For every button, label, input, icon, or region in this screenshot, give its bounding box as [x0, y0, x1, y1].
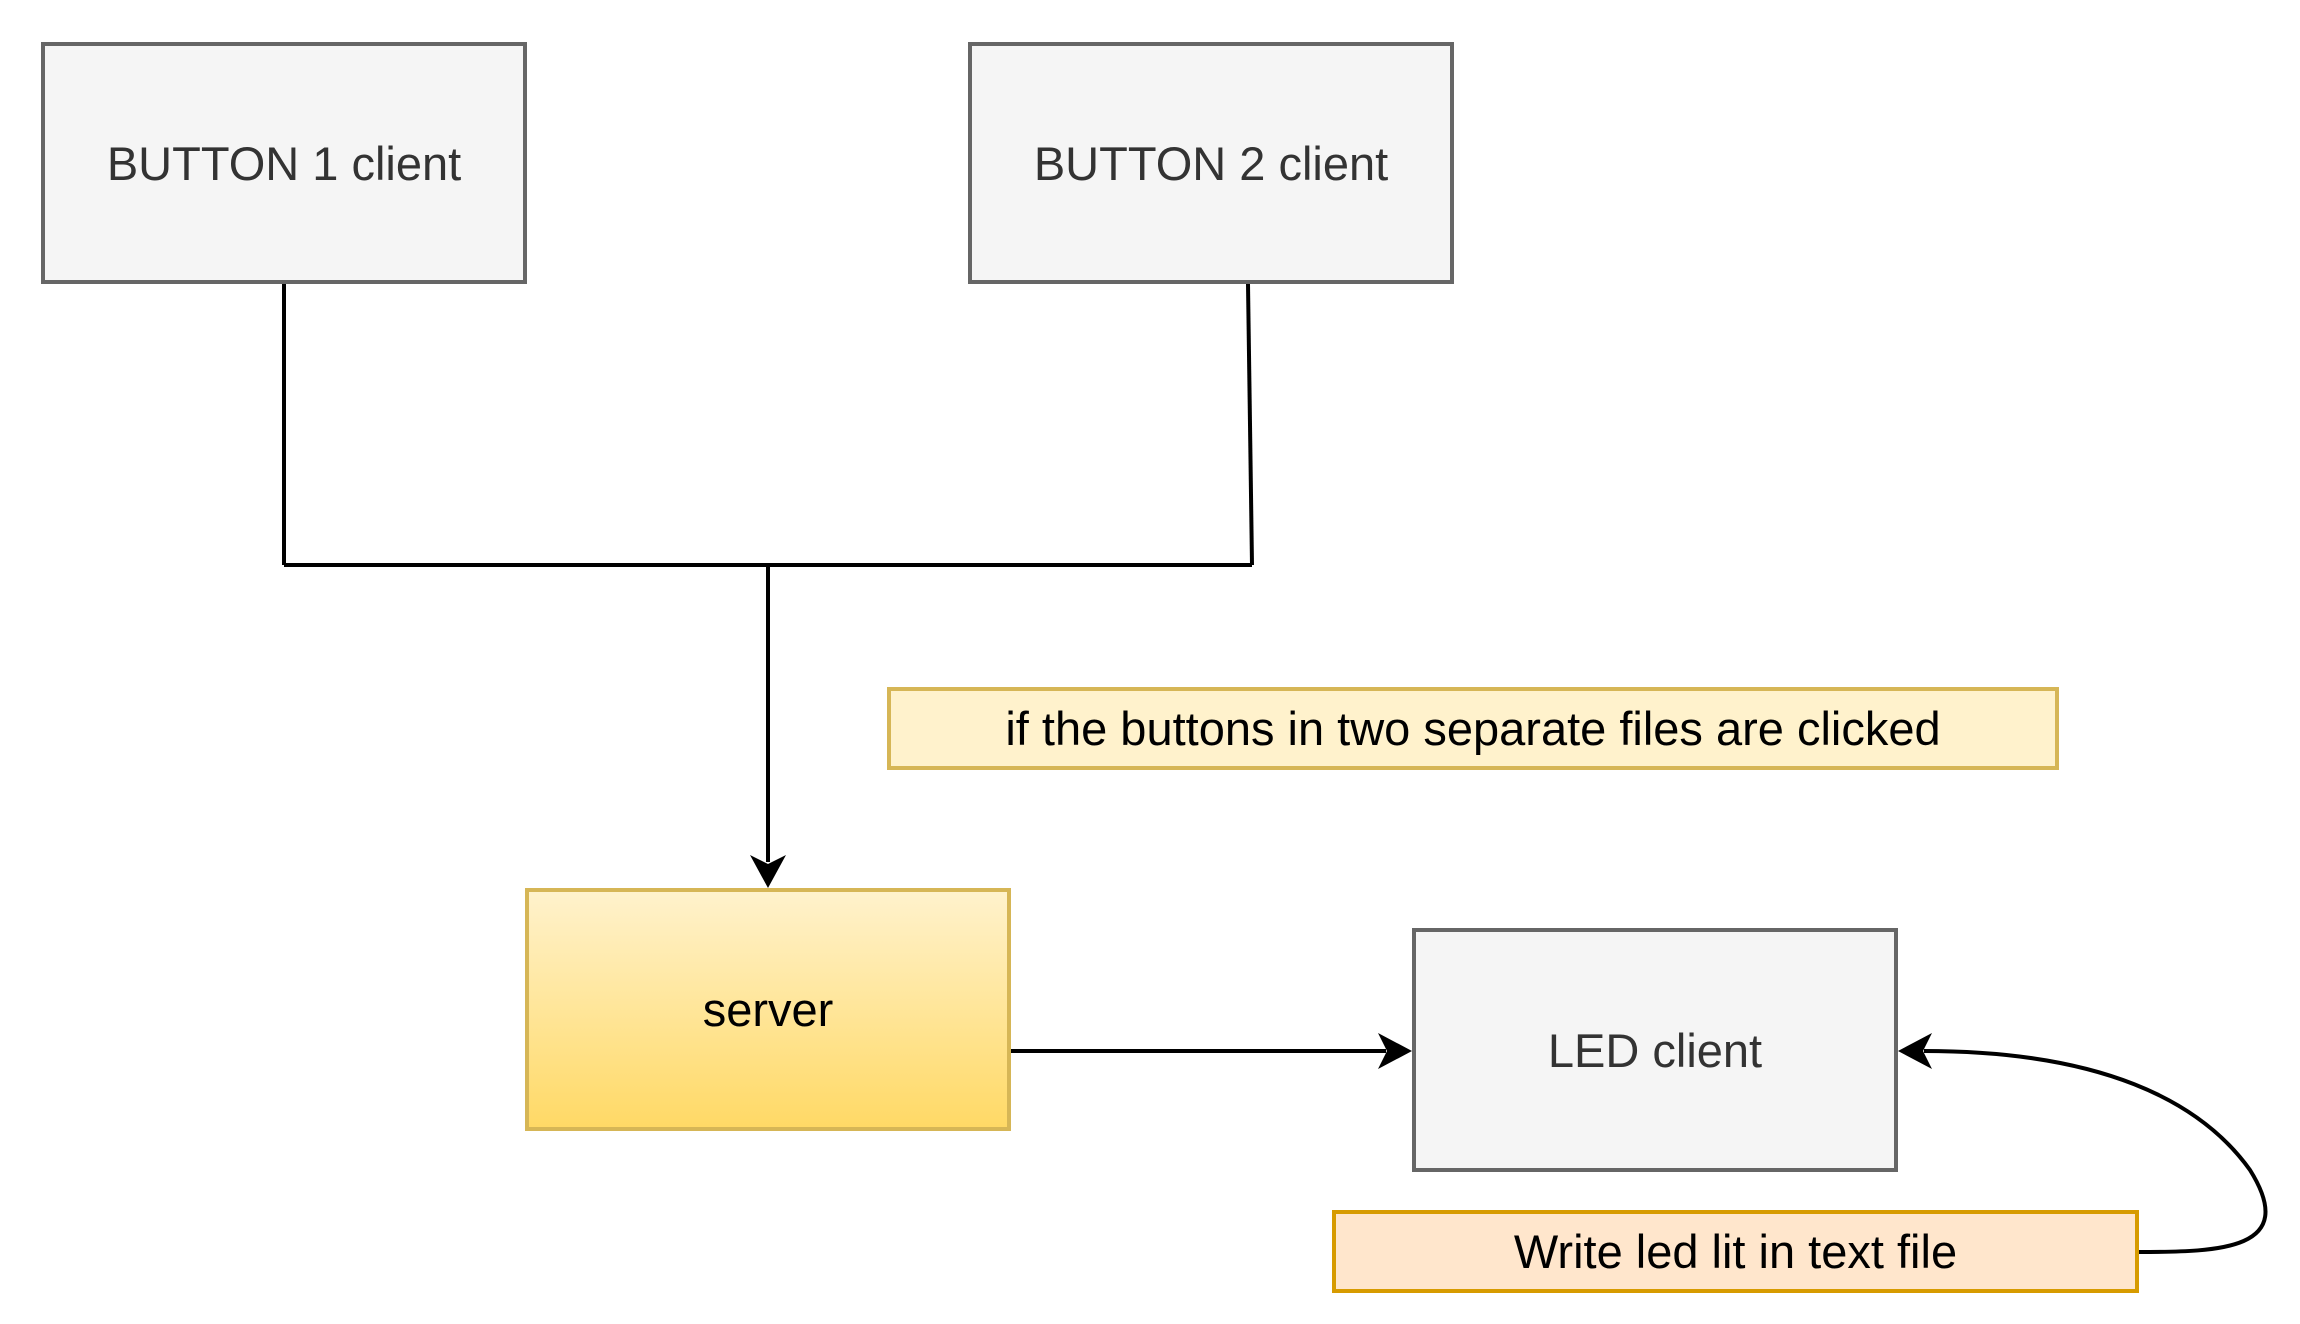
- button2-client-node: BUTTON 2 client: [968, 42, 1454, 284]
- edge-button2-down: [1246, 283, 1254, 566]
- arrowhead-led-return: [1898, 1033, 1932, 1069]
- write-note-label: Write led lit in text file: [1513, 1225, 1958, 1278]
- arrowhead-server: [750, 855, 786, 888]
- server-node: server: [525, 888, 1011, 1131]
- button1-client-label: BUTTON 1 client: [106, 136, 462, 190]
- button1-client-node: BUTTON 1 client: [41, 42, 527, 284]
- write-note: Write led lit in text file: [1332, 1210, 2139, 1293]
- condition-note-label: if the buttons in two separate files are…: [1005, 702, 1941, 755]
- led-client-label: LED client: [1547, 1023, 1763, 1077]
- arrowhead-led: [1378, 1033, 1412, 1069]
- server-label: server: [702, 983, 834, 1036]
- edge-write-to-led: [1923, 1049, 2268, 1254]
- led-client-node: LED client: [1412, 928, 1898, 1172]
- condition-note: if the buttons in two separate files are…: [887, 687, 2059, 770]
- button2-client-label: BUTTON 2 client: [1033, 136, 1389, 190]
